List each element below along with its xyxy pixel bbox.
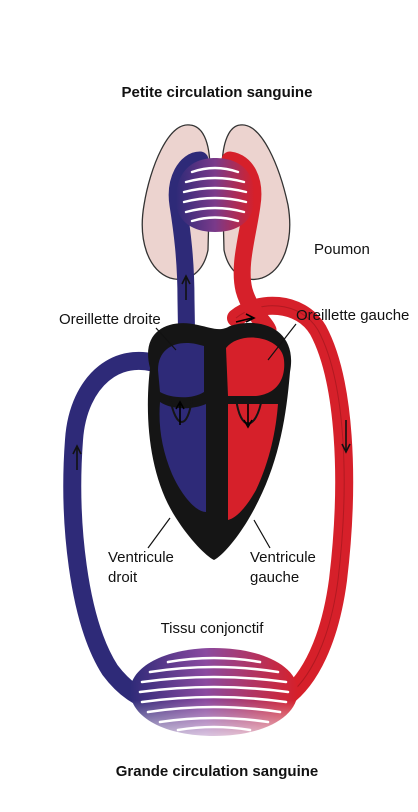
- label-left-ventricle-line1: Ventricule: [250, 549, 316, 566]
- right-atrium: [158, 343, 204, 397]
- label-lungs: Poumon: [314, 241, 370, 258]
- label-right-ventricle-line2: droit: [108, 569, 138, 586]
- top-title: Petite circulation sanguine: [122, 84, 313, 101]
- label-right-atrium: Oreillette droite: [59, 311, 161, 328]
- heart: [148, 314, 291, 560]
- label-right-ventricle-line1: Ventricule: [108, 549, 174, 566]
- label-tissue: Tissu conjonctif: [161, 620, 265, 637]
- tissue-capillary-bed: [120, 648, 310, 745]
- label-left-ventricle-line2: gauche: [250, 569, 299, 586]
- bottom-title: Grande circulation sanguine: [116, 763, 319, 780]
- label-left-atrium: Oreillette gauche: [296, 307, 409, 324]
- left-atrium: [226, 338, 284, 396]
